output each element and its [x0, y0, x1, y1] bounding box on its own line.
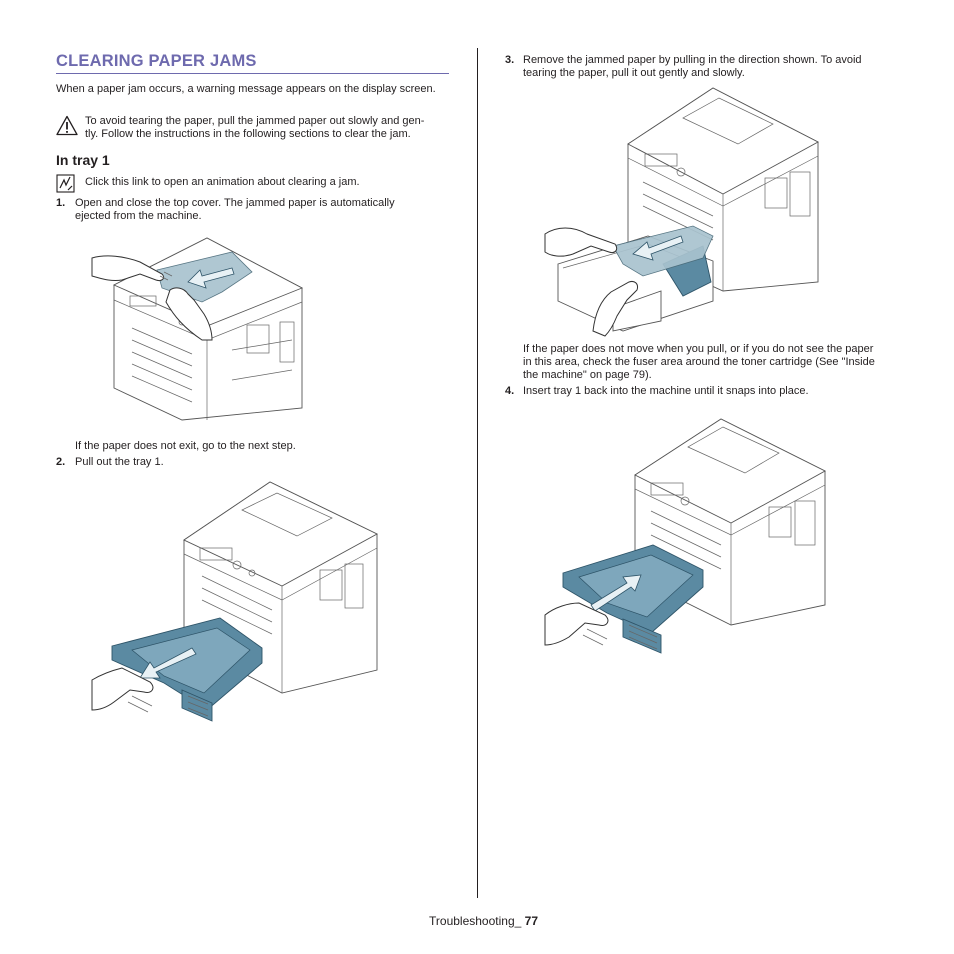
step-4-number: 4.: [505, 385, 515, 397]
subsection-title: In tray 1: [56, 152, 110, 168]
step-3-line-1: Remove the jammed paper by pulling in th…: [523, 54, 862, 66]
step-4-line-1: Insert tray 1 back into the machine unti…: [523, 385, 809, 397]
page-number: 77: [524, 914, 538, 928]
step-2-line-1: Pull out the tray 1.: [75, 456, 164, 468]
illustration-remove-jammed-paper: [544, 87, 819, 337]
illustration-open-top-cover: [91, 237, 304, 421]
step-3-line-2: tearing the paper, pull it out gently an…: [523, 67, 745, 79]
step-3-note-line-2: in this area, check the fuser area aroun…: [523, 356, 875, 368]
caution-line-1: To avoid tearing the paper, pull the jam…: [85, 115, 425, 127]
illustration-pull-out-tray: [91, 481, 378, 722]
step-3-note-line-1: If the paper does not move when you pull…: [523, 343, 874, 355]
title-underline: [56, 73, 449, 74]
caution-line-2: tly. Follow the instructions in the foll…: [85, 128, 411, 140]
page-footer: Troubleshooting_ 77: [390, 914, 538, 928]
intro-text: When a paper jam occurs, a warning messa…: [56, 83, 436, 95]
footer-label: Troubleshooting_: [429, 914, 525, 928]
caution-triangle-icon: [56, 115, 78, 136]
column-divider: [477, 48, 478, 898]
step-3-note-line-3: the machine" on page 79).: [523, 369, 652, 381]
step-2-number: 2.: [56, 456, 66, 468]
page-title: CLEARING PAPER JAMS: [56, 52, 257, 70]
step-1-note: If the paper does not exit, go to the ne…: [75, 440, 296, 452]
step-1-number: 1.: [56, 197, 66, 209]
animation-link-text[interactable]: Click this link to open an animation abo…: [85, 176, 360, 188]
illustration-insert-tray: [544, 418, 826, 654]
animation-link-icon[interactable]: [56, 174, 76, 194]
step-1-line-1: Open and close the top cover. The jammed…: [75, 197, 395, 209]
step-1-line-2: ejected from the machine.: [75, 210, 202, 222]
step-3-number: 3.: [505, 54, 515, 66]
